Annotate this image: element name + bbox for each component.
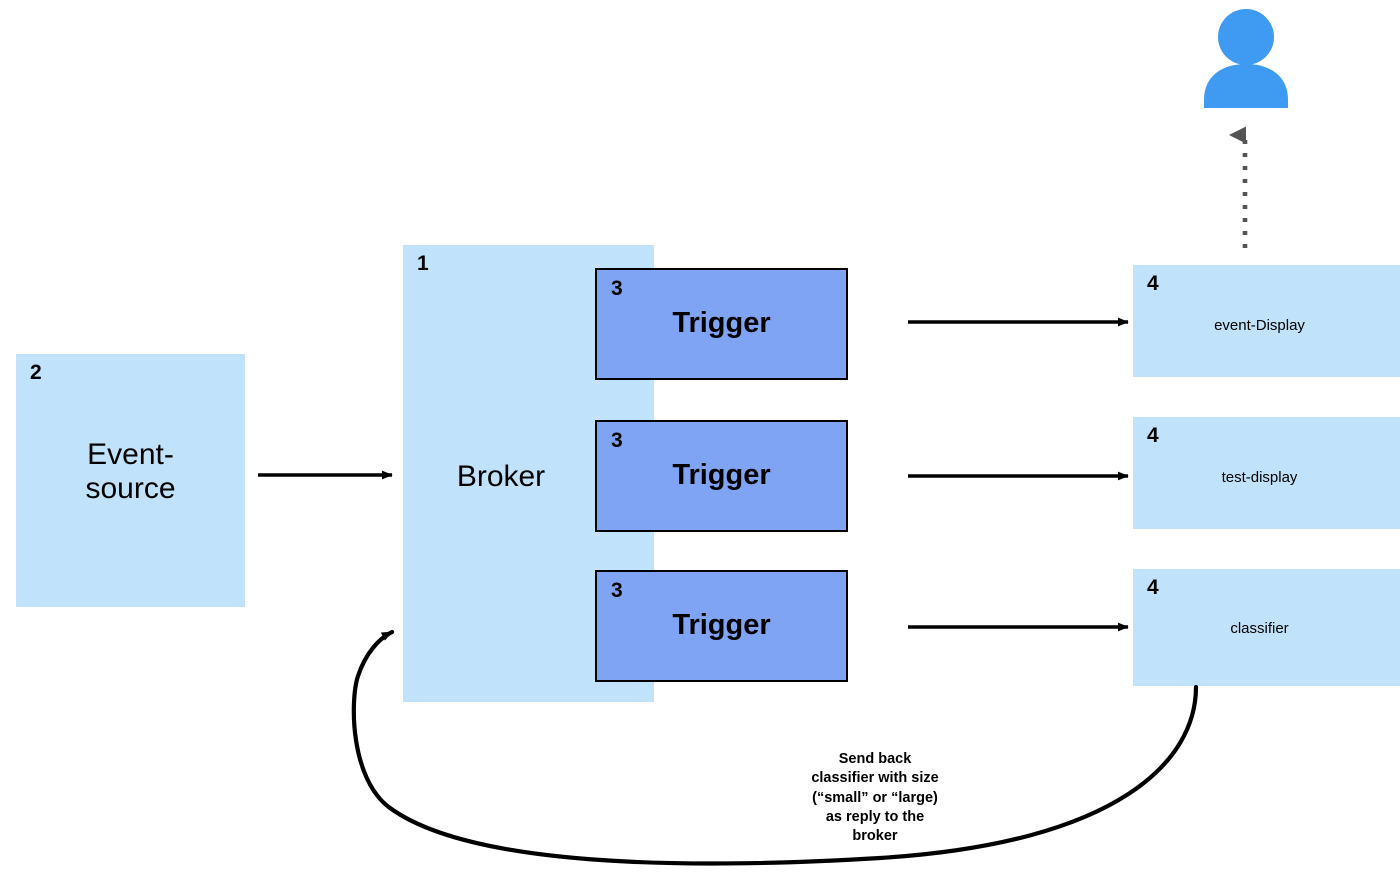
service-number-2: 4 — [1147, 424, 1159, 447]
service-number-3: 4 — [1147, 576, 1159, 599]
trigger-label-2: Trigger — [672, 459, 771, 491]
user-person-icon — [1198, 8, 1294, 108]
event-source-label: Event- source — [85, 438, 176, 505]
service-label-classifier: classifier — [1230, 620, 1289, 637]
service-box-test-display: 4 — [1133, 417, 1400, 529]
trigger-box-2: 3 — [595, 420, 848, 532]
broker-number: 1 — [417, 252, 429, 275]
service-box-event-display: 4 — [1133, 265, 1400, 377]
trigger-number-1: 3 — [611, 277, 623, 300]
trigger-label-3: Trigger — [672, 609, 771, 641]
trigger-number-2: 3 — [611, 429, 623, 452]
service-label-test-display: test-display — [1221, 469, 1298, 486]
trigger-box-1: 3 — [595, 268, 848, 380]
feedback-caption: Send back classifier with size (“small” … — [811, 751, 939, 845]
service-number-1: 4 — [1147, 272, 1159, 295]
event-source-number: 2 — [30, 361, 42, 384]
trigger-label-1: Trigger — [672, 307, 771, 339]
broker-label: Broker — [456, 460, 546, 493]
service-label-event-display: event-Display — [1214, 317, 1305, 334]
trigger-number-3: 3 — [611, 579, 623, 602]
event-source-box: 2 — [16, 354, 245, 607]
